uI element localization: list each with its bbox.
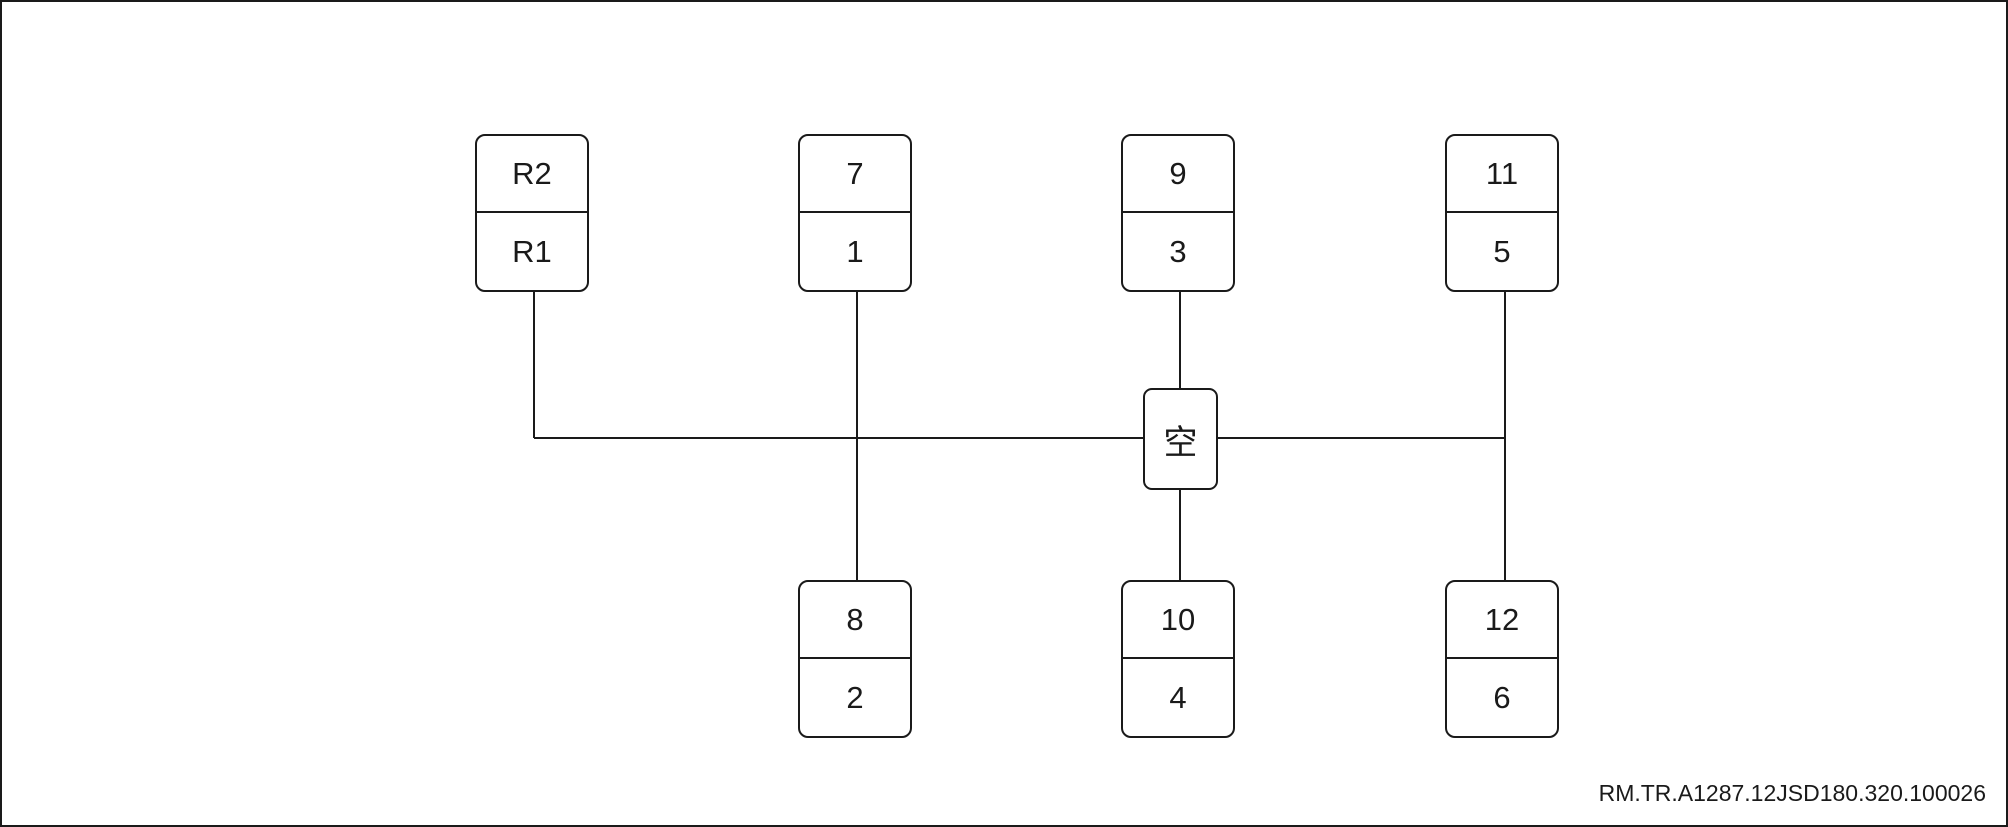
- gate-3-9: 9 3: [1121, 134, 1235, 292]
- gate-label-upper: 10: [1123, 582, 1233, 659]
- gate-5-11: 11 5: [1445, 134, 1559, 292]
- gate-4-10: 10 4: [1121, 580, 1235, 738]
- gate-label-lower: 4: [1169, 679, 1187, 715]
- gate-label-upper: 9: [1123, 136, 1233, 213]
- gate-r: R2 R1: [475, 134, 589, 292]
- gate-label-upper: 11: [1447, 136, 1557, 213]
- gate-label-upper: 12: [1447, 582, 1557, 659]
- gate-label-upper: 7: [800, 136, 910, 213]
- gate-label-lower: 6: [1493, 679, 1511, 715]
- gate-1-7: 7 1: [798, 134, 912, 292]
- gate-label-lower: R1: [512, 233, 552, 269]
- gate-label-lower: 3: [1169, 233, 1187, 269]
- gate-label-upper: R2: [477, 136, 587, 213]
- gate-label-upper: 8: [800, 582, 910, 659]
- reference-code: RM.TR.A1287.12JSD180.320.100026: [1598, 780, 1986, 806]
- gate-2-8: 8 2: [798, 580, 912, 738]
- neutral-box: 空: [1143, 388, 1218, 490]
- gate-label-lower: 5: [1493, 233, 1511, 269]
- gate-label-lower: 2: [846, 679, 864, 715]
- gate-label-lower: 1: [846, 233, 864, 269]
- gate-6-12: 12 6: [1445, 580, 1559, 738]
